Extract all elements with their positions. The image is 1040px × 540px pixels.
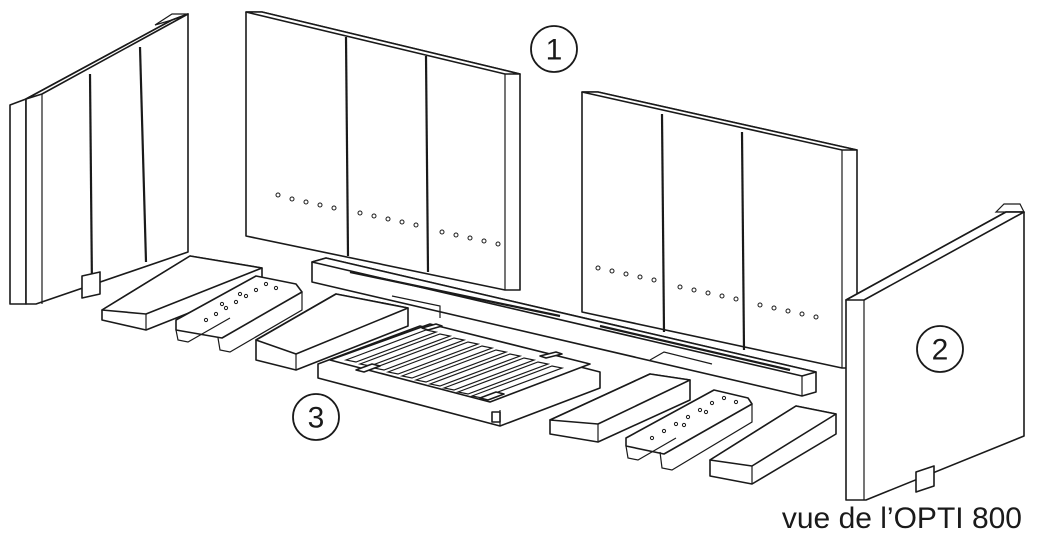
- callout-3-label: 3: [308, 402, 325, 435]
- air-tube-slots: [349, 270, 791, 372]
- left-bracket-holes: [203, 281, 279, 323]
- back-wall-panel-1: [245, 11, 521, 291]
- grate: [317, 323, 601, 427]
- air-tube-rail: [311, 257, 817, 397]
- callout-2-label: 2: [932, 334, 949, 367]
- diagram-caption: vue de l’OPTI 800: [781, 502, 1022, 535]
- panel-1-vent-holes: [275, 192, 501, 247]
- right-front-brick: [709, 405, 837, 485]
- center-right-brick: [549, 373, 691, 443]
- right-grate-bracket: [625, 389, 753, 471]
- grate-slots: [343, 329, 565, 399]
- callout-2: 2: [916, 325, 964, 373]
- callout-1: 1: [530, 25, 578, 73]
- left-side-panel: [9, 13, 189, 305]
- panel-2-vent-holes: [595, 265, 819, 320]
- back-wall-panel-2: [581, 91, 858, 369]
- callout-1-label: 1: [546, 34, 563, 67]
- left-grate-bracket: [175, 275, 303, 353]
- right-bracket-holes: [649, 395, 739, 441]
- center-left-brick: [255, 293, 409, 371]
- callout-3: 3: [292, 393, 340, 441]
